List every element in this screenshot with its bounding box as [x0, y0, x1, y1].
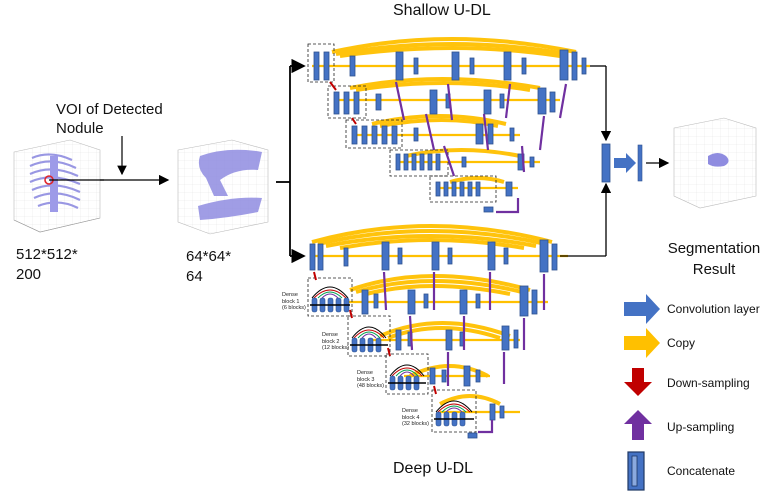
- purple-up-arrow-icon: [624, 410, 652, 440]
- voi-volume: [177, 139, 269, 235]
- final-conv-arrow: [614, 153, 636, 173]
- dense-block-graphic-2: [347, 315, 391, 357]
- voi-label: VOI of Detected Nodule: [56, 101, 163, 137]
- blue-arrow-icon: [624, 294, 660, 324]
- concatenate-icon: [627, 451, 645, 491]
- dense-block-label-1: Dense block 1 (6 blocks): [282, 292, 306, 311]
- dense-block-graphic-3: [385, 353, 429, 395]
- split-bracket: [276, 58, 306, 264]
- dense-block-label-3: Dense block 3 (48 blocks): [357, 370, 384, 389]
- dense-block-label-2: Dense block 2 (12 blocks): [322, 332, 349, 351]
- voi-volume-size: 64*64* 64: [186, 248, 232, 285]
- final-layer-block: [637, 144, 643, 182]
- legend-label-copy: Copy: [667, 336, 696, 350]
- legend-label-convolution: Convolution layer: [667, 302, 760, 316]
- legend-icons: [624, 294, 660, 491]
- dense-block-graphic-4: [431, 389, 477, 433]
- deep-unet: [307, 224, 568, 439]
- full-volume-size: 512*512* 200: [16, 246, 78, 283]
- deep-udl-title: Deep U-DL: [393, 460, 474, 477]
- segmentation-result-label: Segmentation Result: [667, 240, 761, 278]
- shallow-unet: [307, 37, 590, 214]
- full-ct-volume: [13, 139, 104, 233]
- concat-output-block: [601, 143, 611, 183]
- legend-label-down-sampling: Down-sampling: [667, 376, 750, 390]
- shallow-udl-title: Shallow U-DL: [393, 2, 491, 19]
- legend-label-concatenate: Concatenate: [667, 464, 736, 478]
- yellow-arrow-icon: [624, 328, 660, 358]
- legend-label-up-sampling: Up-sampling: [667, 420, 735, 434]
- result-volume: [673, 117, 757, 209]
- merge-connector: [560, 65, 612, 257]
- red-down-arrow-icon: [624, 368, 652, 396]
- dense-block-label-4: Dense block 4 (32 blocks): [402, 408, 429, 427]
- dense-block-graphic-1: [307, 277, 353, 317]
